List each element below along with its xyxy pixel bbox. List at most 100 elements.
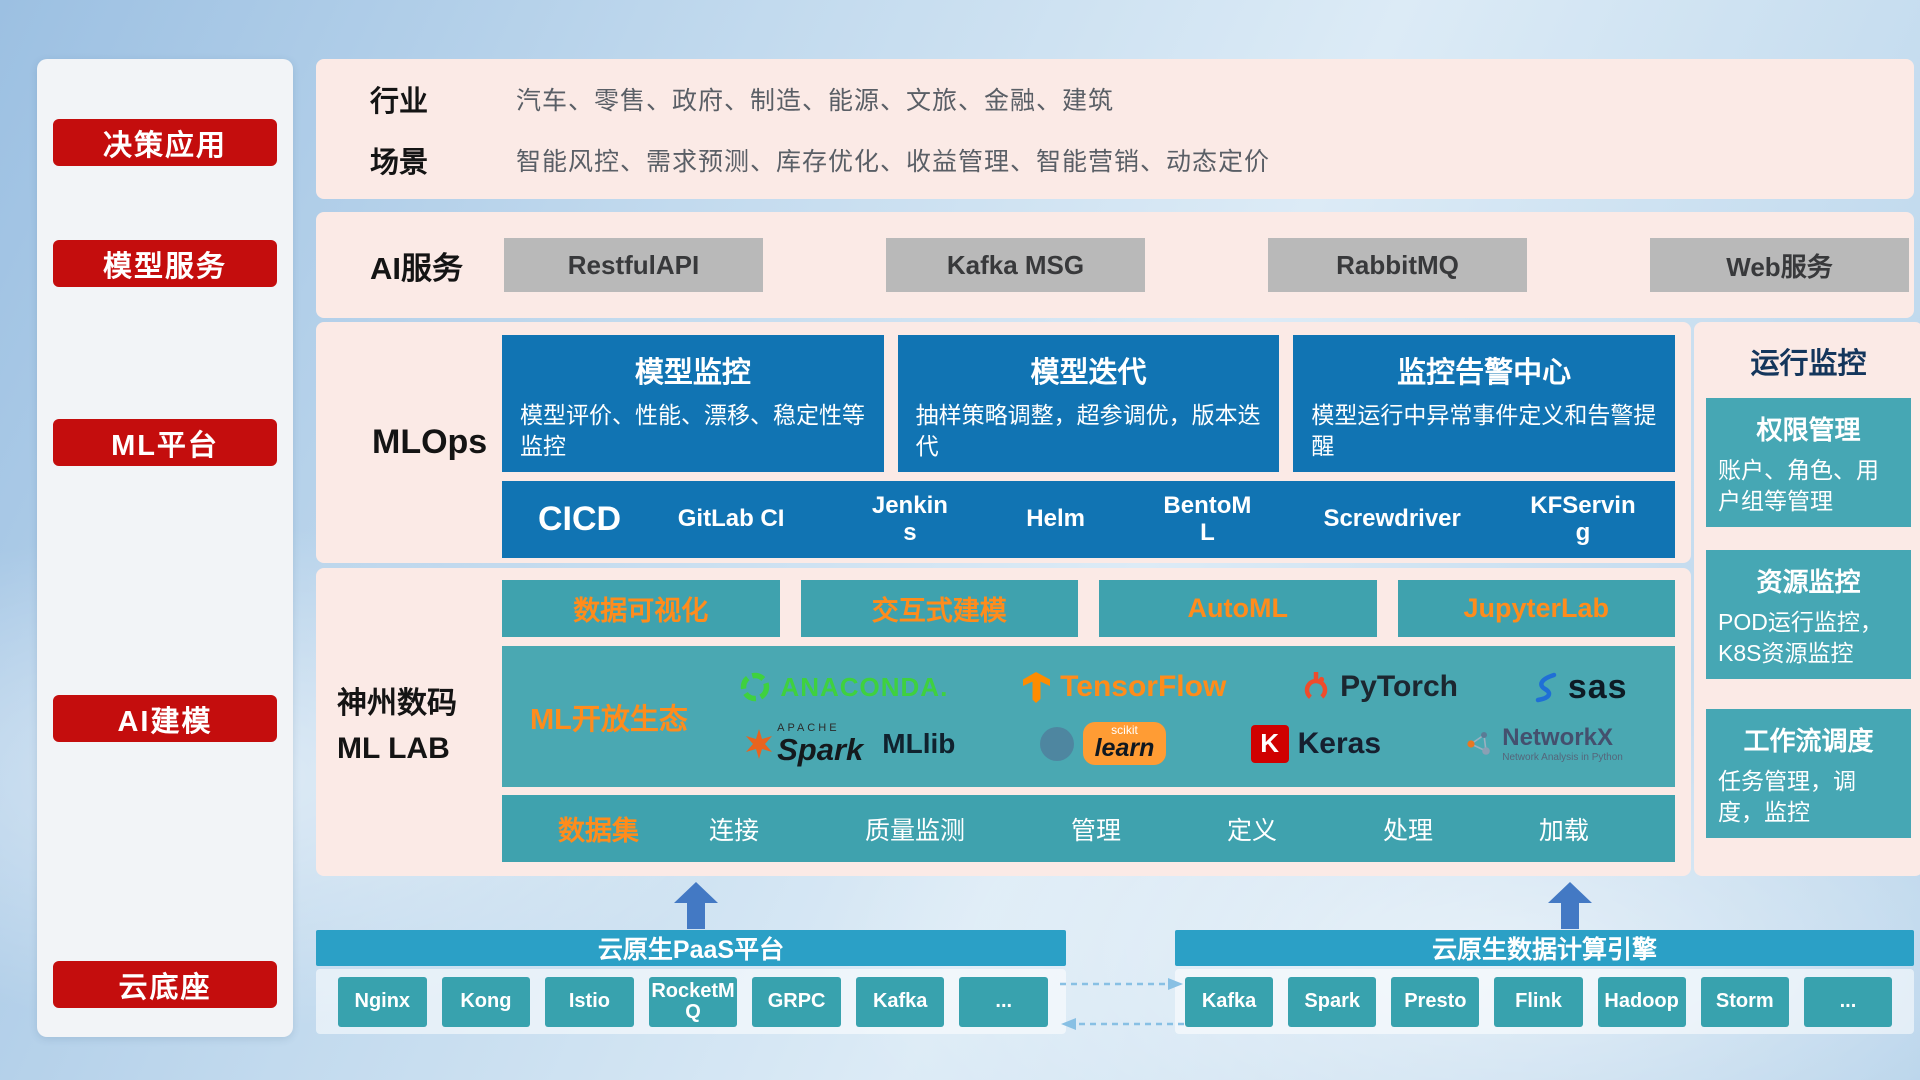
cicd-tools: GitLab CI Jenkins Helm BentoML Screwdriv…: [661, 491, 1639, 547]
networkx-logo: NetworkX Network Analysis in Python: [1465, 724, 1623, 763]
card-desc: 抽样策略调整，超参调优，版本迭代: [915, 402, 1261, 460]
card-workflow-scheduling: 工作流调度 任务管理，调度，监控: [1706, 709, 1911, 839]
anaconda-wordmark: ANACONDA.: [780, 671, 949, 702]
paas-kong: Kong: [441, 976, 531, 1027]
card-desc: 任务管理，调度，监控: [1718, 768, 1856, 826]
dashed-exchange-arrows-icon: [1060, 978, 1184, 1030]
cicd-tool-kfserving: KFServing: [1530, 491, 1636, 546]
dataset-load: 加载: [1538, 816, 1589, 845]
cicd-tool-bentoml: BentoML: [1163, 491, 1252, 546]
tool-interactive-modeling: 交互式建模: [800, 580, 1078, 637]
ecosystem-logos-row-1: ANACONDA. TensorFlow PyTorch: [702, 668, 1665, 707]
ecosystem-logos: ANACONDA. TensorFlow PyTorch: [702, 646, 1675, 787]
networkx-graph-icon: [1467, 731, 1491, 755]
ml-lab-label: 神州数码 ML LAB: [337, 568, 497, 876]
learn-text: learn: [1094, 734, 1155, 763]
card-desc: 模型评价、性能、漂移、稳定性等监控: [520, 402, 865, 460]
ai-service-web: Web服务: [1650, 238, 1909, 292]
card-title: 模型迭代: [1030, 357, 1147, 389]
ai-service-restfulapi: RestfulAPI: [504, 238, 763, 292]
scikit-moon-icon: [1039, 726, 1074, 761]
dataset-process: 处理: [1382, 816, 1433, 845]
industry-label: 行业: [370, 86, 429, 118]
pytorch-wordmark: PyTorch: [1340, 670, 1458, 704]
cicd-tool-helm: Helm: [1026, 505, 1085, 533]
ai-service-kafka-msg: Kafka MSG: [886, 238, 1145, 292]
engine-presto: Presto: [1391, 976, 1480, 1027]
layer-ai-modeling: AI建模: [53, 695, 277, 742]
card-model-iteration: 模型迭代 抽样策略调整，超参调优，版本迭代: [897, 335, 1280, 472]
tensorflow-icon: [1023, 671, 1051, 703]
layer-ml-platform: ML平台: [53, 419, 277, 466]
cicd-tool-screwdriver: Screwdriver: [1323, 505, 1461, 533]
card-permission-management: 权限管理 账户、角色、用户组等管理: [1706, 398, 1911, 528]
card-desc: 账户、角色、用户组等管理: [1718, 457, 1879, 515]
ai-service-label: AI服务: [370, 250, 463, 286]
left-layer-rail: 决策应用 模型服务 ML平台 AI建模 云底座: [37, 59, 293, 1037]
industry-row: 行业 汽车、零售、政府、制造、能源、文旅、金融、建筑: [370, 73, 1894, 125]
scene-row: 场景 智能风控、需求预测、库存优化、收益管理、智能营销、动态定价: [370, 134, 1894, 186]
dataset-manage: 管理: [1070, 816, 1121, 845]
tool-jupyterlab: JupyterLab: [1397, 580, 1675, 637]
card-title: 监控告警中心: [1397, 357, 1572, 389]
industry-scene-panel: 行业 汽车、零售、政府、制造、能源、文旅、金融、建筑 场景 智能风控、需求预测、…: [316, 59, 1914, 199]
dataset-define: 定义: [1226, 816, 1277, 845]
card-title: 资源监控: [1756, 567, 1861, 597]
scikit-text: scikit: [1111, 723, 1138, 738]
ecosystem-label: ML开放生态: [530, 703, 688, 736]
mlops-panel: MLOps 模型监控 模型评价、性能、漂移、稳定性等监控 模型迭代 抽样策略调整…: [316, 322, 1691, 563]
card-resource-monitoring: 资源监控 POD运行监控，K8S资源监控: [1706, 550, 1911, 680]
up-arrow-left-icon: [674, 882, 718, 929]
spark-mllib-logo: APACHE Spark MLlib: [744, 722, 956, 767]
dataset-quality: 质量监测: [864, 816, 965, 845]
card-title: 工作流调度: [1743, 726, 1874, 756]
ai-service-rabbitmq: RabbitMQ: [1268, 238, 1527, 292]
runtime-monitoring-title: 运行监控: [1750, 348, 1867, 380]
networkx-caption: Network Analysis in Python: [1502, 751, 1623, 763]
up-arrow-right-icon: [1548, 882, 1592, 929]
cicd-tool-jenkins: Jenkins: [871, 491, 948, 546]
keras-k-icon: K: [1250, 724, 1289, 763]
engine-storm: Storm: [1700, 976, 1789, 1027]
ml-ecosystem-box: ML开放生态 ANACONDA. TensorFlow: [502, 646, 1675, 787]
sas-wordmark: sas: [1567, 667, 1628, 706]
tool-automl: AutoML: [1099, 580, 1377, 637]
card-title: 权限管理: [1756, 415, 1861, 445]
industry-list: 汽车、零售、政府、制造、能源、文旅、金融、建筑: [516, 87, 1115, 115]
tensorflow-wordmark: TensorFlow: [1060, 670, 1227, 704]
card-model-monitoring: 模型监控 模型评价、性能、漂移、稳定性等监控: [502, 335, 884, 472]
ai-service-buttons: RestfulAPI Kafka MSG RabbitMQ Web服务: [504, 212, 1909, 318]
paas-rocketmq: RocketMQ: [648, 976, 738, 1027]
paas-istio: Istio: [545, 976, 634, 1027]
sas-logo: sas: [1533, 668, 1628, 707]
networkx-wordmark-stack: NetworkX Network Analysis in Python: [1502, 724, 1623, 763]
dataset-items: 连接 质量监测 管理 定义 处理 加载: [709, 811, 1619, 847]
layer-decision-apps: 决策应用: [53, 119, 277, 166]
mllib-wordmark: MLlib: [882, 727, 956, 759]
engine-more: ...: [1803, 976, 1892, 1027]
spark-wordmark: Spark: [777, 731, 864, 767]
pytorch-logo: PyTorch: [1301, 670, 1458, 704]
keras-logo: K Keras: [1250, 724, 1382, 763]
keras-wordmark: Keras: [1297, 726, 1382, 760]
cicd-bar: CICD GitLab CI Jenkins Helm BentoML Scre…: [502, 481, 1675, 558]
data-engine-bar: 云原生数据计算引擎: [1175, 930, 1914, 966]
mlops-label: MLOps: [372, 423, 488, 461]
card-desc: POD运行监控，K8S资源监控: [1718, 609, 1883, 667]
cicd-label: CICD: [538, 500, 622, 538]
cicd-tool-gitlab-ci: GitLab CI: [677, 505, 785, 533]
tensorflow-logo: TensorFlow: [1023, 670, 1226, 704]
ml-lab-tools-row: 数据可视化 交互式建模 AutoML JupyterLab: [502, 580, 1675, 637]
ml-lab-label-line2: ML LAB: [337, 732, 450, 765]
pytorch-icon: [1304, 672, 1328, 702]
ml-lab-panel: 神州数码 ML LAB 数据可视化 交互式建模 AutoML JupyterLa…: [316, 568, 1691, 876]
engine-components-strip: Kafka Spark Presto Flink Hadoop Storm ..…: [1175, 969, 1914, 1034]
scikit-learn-badge: scikit learn: [1082, 722, 1167, 766]
paas-grpc: GRPC: [752, 976, 841, 1027]
ai-service-panel: AI服务 RestfulAPI Kafka MSG RabbitMQ Web服务: [316, 212, 1914, 318]
card-alert-center: 监控告警中心 模型运行中异常事件定义和告警提醒: [1293, 335, 1676, 472]
networkx-wordmark: NetworkX: [1502, 724, 1613, 752]
engine-spark: Spark: [1288, 976, 1377, 1027]
paas-more: ...: [959, 976, 1049, 1027]
